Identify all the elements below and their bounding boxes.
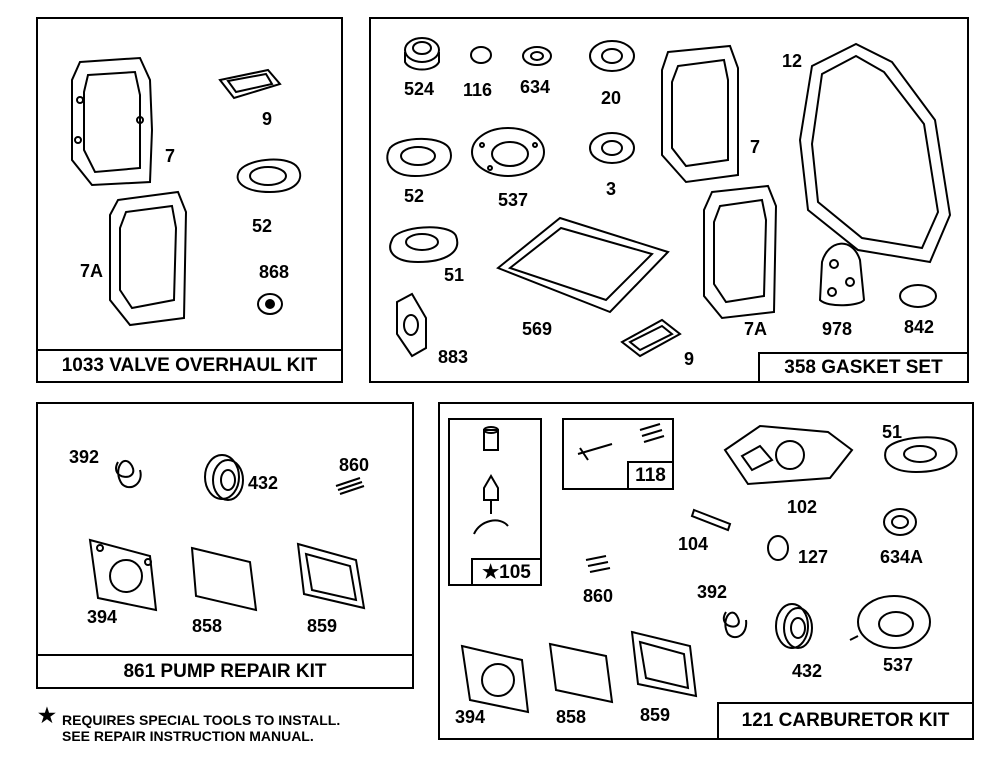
diaphragm-394-drawing	[88, 538, 158, 612]
part-label-978: 978	[822, 319, 853, 339]
part-label-569: 569	[522, 319, 553, 339]
part-label-51-carb: 51	[882, 422, 903, 442]
part-label-842: 842	[904, 317, 935, 337]
o-ring-842-drawing	[899, 284, 937, 308]
part-label-858-carb: 858	[556, 707, 587, 727]
part-label-634: 634	[520, 77, 551, 97]
part-label-432: 432	[248, 473, 279, 493]
part-label-392: 392	[69, 447, 100, 467]
crankcase-cover-gasket-569-drawing	[496, 216, 670, 314]
seal-432-carb-drawing	[775, 603, 813, 649]
part-label-392-carb: 392	[697, 582, 728, 602]
cylinder-head-gasket-7-drawing	[71, 56, 154, 187]
seal-868-drawing	[257, 293, 283, 315]
carburetor-kit-title: 121 CARBURETOR KIT	[717, 702, 974, 740]
carburetor-gasket-102-drawing	[723, 424, 854, 486]
carburetor-kit-panel	[438, 402, 974, 740]
intake-gasket-52-drawing	[236, 158, 302, 194]
part-label-868: 868	[259, 262, 290, 282]
part-label-883: 883	[438, 347, 469, 367]
part-label-859: 859	[307, 616, 338, 636]
part-label-52: 52	[252, 216, 273, 236]
crankcase-gasket-12-drawing	[798, 42, 952, 264]
valve-overhaul-kit-title: 1033 VALVE OVERHAUL KIT	[36, 349, 343, 383]
cylinder-head-gasket-7a-drawing	[109, 190, 188, 327]
mixture-screw-118-drawing	[577, 423, 665, 461]
part-label-860-carb: 860	[583, 586, 614, 606]
footnote-line-2: SEE REPAIR INSTRUCTION MANUAL.	[62, 728, 314, 744]
part-label-3: 3	[606, 179, 617, 199]
washer-634a-drawing	[883, 508, 917, 536]
part-label-102: 102	[787, 497, 818, 517]
part-label-7: 7	[165, 146, 176, 166]
oil-seal-3-drawing	[589, 132, 635, 164]
part-label-116: 116	[463, 80, 493, 100]
part-label-537-carb: 537	[883, 655, 914, 675]
breather-gasket-883-drawing	[396, 292, 427, 358]
part-label-104: 104	[678, 534, 709, 554]
seal-432-drawing	[204, 454, 244, 501]
star-icon: ★	[38, 705, 56, 727]
diaphragm-394-carb-drawing	[460, 644, 530, 714]
part-label-51: 51	[444, 265, 465, 285]
needle-valve-105-drawing	[473, 426, 509, 535]
part-label-52-gasket: 52	[404, 186, 425, 206]
gasket-52-drawing	[386, 137, 452, 178]
part-label-7-gasket: 7	[750, 137, 761, 157]
gasket-51-drawing	[389, 226, 459, 264]
part-label-394: 394	[87, 607, 118, 627]
gasket-858-carb-drawing	[548, 642, 614, 704]
clamp-392-carb-drawing	[722, 611, 748, 639]
part-label-859-carb: 859	[640, 705, 671, 725]
cover-859-carb-drawing	[630, 630, 698, 698]
washer-634-drawing	[522, 46, 552, 66]
part-box-118: 118	[627, 461, 674, 490]
spring-860-carb-drawing	[585, 555, 611, 573]
part-label-524: 524	[404, 79, 435, 99]
cover-gasket-9-drawing	[218, 68, 282, 100]
gasket-set-panel	[369, 17, 969, 383]
footnote-line-1: REQUIRES SPECIAL TOOLS TO INSTALL.	[62, 712, 341, 728]
part-label-432-carb: 432	[792, 661, 823, 681]
part-label-858: 858	[192, 616, 223, 636]
clamp-392-drawing	[115, 459, 142, 489]
part-label-7a: 7A	[80, 261, 104, 281]
seal-524-drawing	[404, 37, 440, 71]
part-label-537: 537	[498, 190, 529, 210]
part-label-20: 20	[601, 88, 622, 108]
head-gasket-537-drawing	[471, 127, 545, 177]
plug-127-drawing	[767, 535, 789, 561]
part-label-127: 127	[798, 547, 829, 567]
oil-seal-20-drawing	[589, 40, 635, 72]
part-label-9: 9	[262, 109, 273, 129]
part-label-394-carb: 394	[455, 707, 486, 727]
plate-978-drawing	[818, 242, 866, 307]
part-label-12: 12	[782, 51, 803, 71]
spring-screw-subpanel	[562, 418, 674, 490]
gasket-51-carb-drawing	[884, 436, 958, 474]
gasket-set-title: 358 GASKET SET	[758, 352, 969, 383]
pump-repair-kit-title: 861 PUMP REPAIR KIT	[36, 654, 414, 689]
part-label-7a-gasket: 7A	[744, 319, 768, 339]
head-gasket-7-drawing	[661, 44, 739, 184]
part-label-9-gasket: 9	[684, 349, 695, 369]
part-label-634a: 634A	[880, 547, 924, 567]
cover-859-drawing	[296, 542, 366, 610]
spring-860-drawing	[335, 477, 365, 495]
o-ring-116-drawing	[470, 46, 492, 64]
head-gasket-7a-drawing	[703, 184, 778, 320]
part-box-105: ★105	[471, 558, 542, 586]
head-gasket-537-carb-drawing	[849, 595, 931, 649]
cover-gasket-9b-drawing	[620, 318, 682, 358]
gasket-858-drawing	[190, 546, 258, 612]
part-label-860: 860	[339, 455, 370, 475]
pin-104-drawing	[690, 508, 732, 532]
